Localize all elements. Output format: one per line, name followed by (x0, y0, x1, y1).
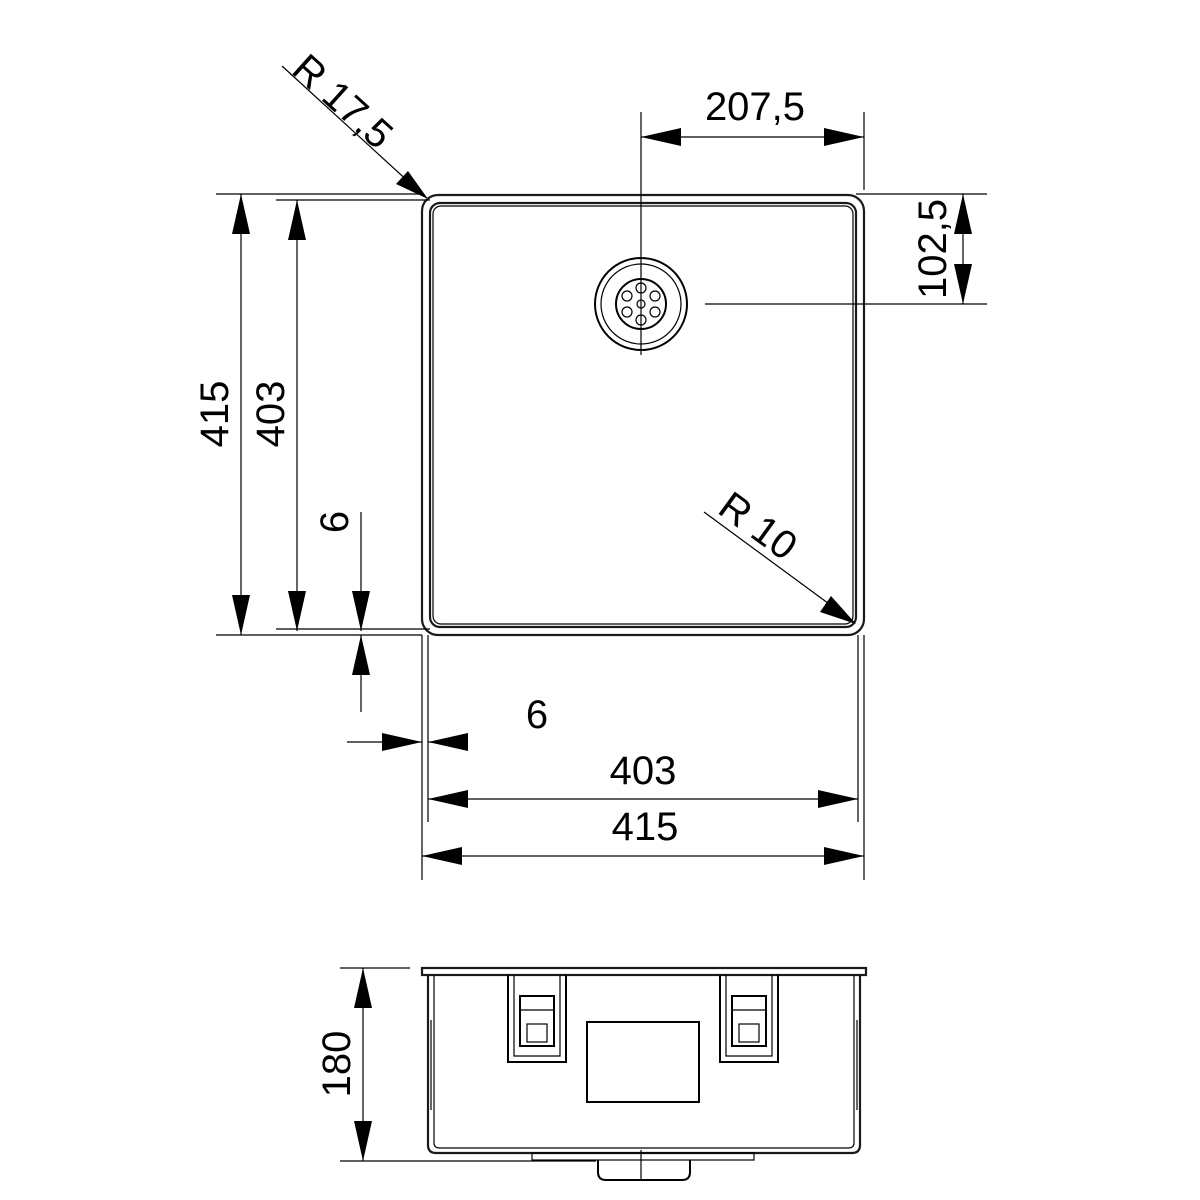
depth-label: 180 (315, 1031, 359, 1098)
rim-horizontal-arrow-right (428, 733, 468, 751)
inner-width-arrow-left (428, 790, 468, 808)
inner-height-arrow-bottom (288, 591, 306, 631)
drain-offset-x-arrow-right (824, 128, 864, 146)
inner-width-arrow-right (818, 790, 858, 808)
radius-outer-arrow (396, 171, 428, 199)
radius-inner-label: R 10 (711, 484, 805, 569)
sink-inner-outline-2 (432, 205, 854, 625)
outer-width-arrow-right (824, 847, 864, 865)
side-bowl-inner (433, 975, 855, 1149)
outer-width-arrow-left (422, 847, 462, 865)
drain-offset-y-arrow-bottom (954, 264, 972, 304)
radius-outer-leader (281, 65, 423, 195)
rim-vertical-label: 6 (313, 511, 357, 533)
rim-vertical-arrow-bottom (352, 635, 370, 675)
side-rim (420, 966, 868, 977)
drain-offset-x-label: 207,5 (705, 85, 805, 129)
side-bowl-outer (426, 975, 862, 1155)
bottom-drain-icon (531, 1150, 755, 1181)
radius-inner-arrow (820, 596, 856, 624)
label-plate (586, 1021, 700, 1103)
side-view: 180 (315, 966, 868, 1181)
inner-height-label: 403 (249, 381, 293, 448)
outer-height-label: 415 (193, 381, 237, 448)
mounting-clip-left-icon (507, 975, 567, 1063)
inner-width-label: 403 (610, 749, 677, 793)
sink-outer-outline (420, 193, 866, 637)
rim-horizontal-label: 6 (526, 693, 548, 737)
outer-height-arrow-bottom (232, 595, 250, 635)
depth-arrow-bottom (354, 1121, 372, 1161)
outer-width-label: 415 (612, 805, 679, 849)
top-view: R 17,5 R 10 207,5 102,5 415 403 (193, 46, 987, 880)
radius-outer-label: R 17,5 (284, 46, 401, 158)
depth-arrow-top (354, 968, 372, 1008)
sink-inner-outline (428, 201, 858, 629)
drain-offset-x-arrow-left (641, 128, 681, 146)
rim-horizontal-arrow-left (382, 733, 422, 751)
outer-height-arrow-top (232, 194, 250, 234)
drain-offset-y-label: 102,5 (911, 199, 955, 299)
rim-vertical-arrow-top (352, 591, 370, 631)
inner-height-arrow-top (288, 200, 306, 240)
drain-offset-y-arrow-top (954, 194, 972, 234)
mounting-clip-right-icon (719, 975, 779, 1063)
